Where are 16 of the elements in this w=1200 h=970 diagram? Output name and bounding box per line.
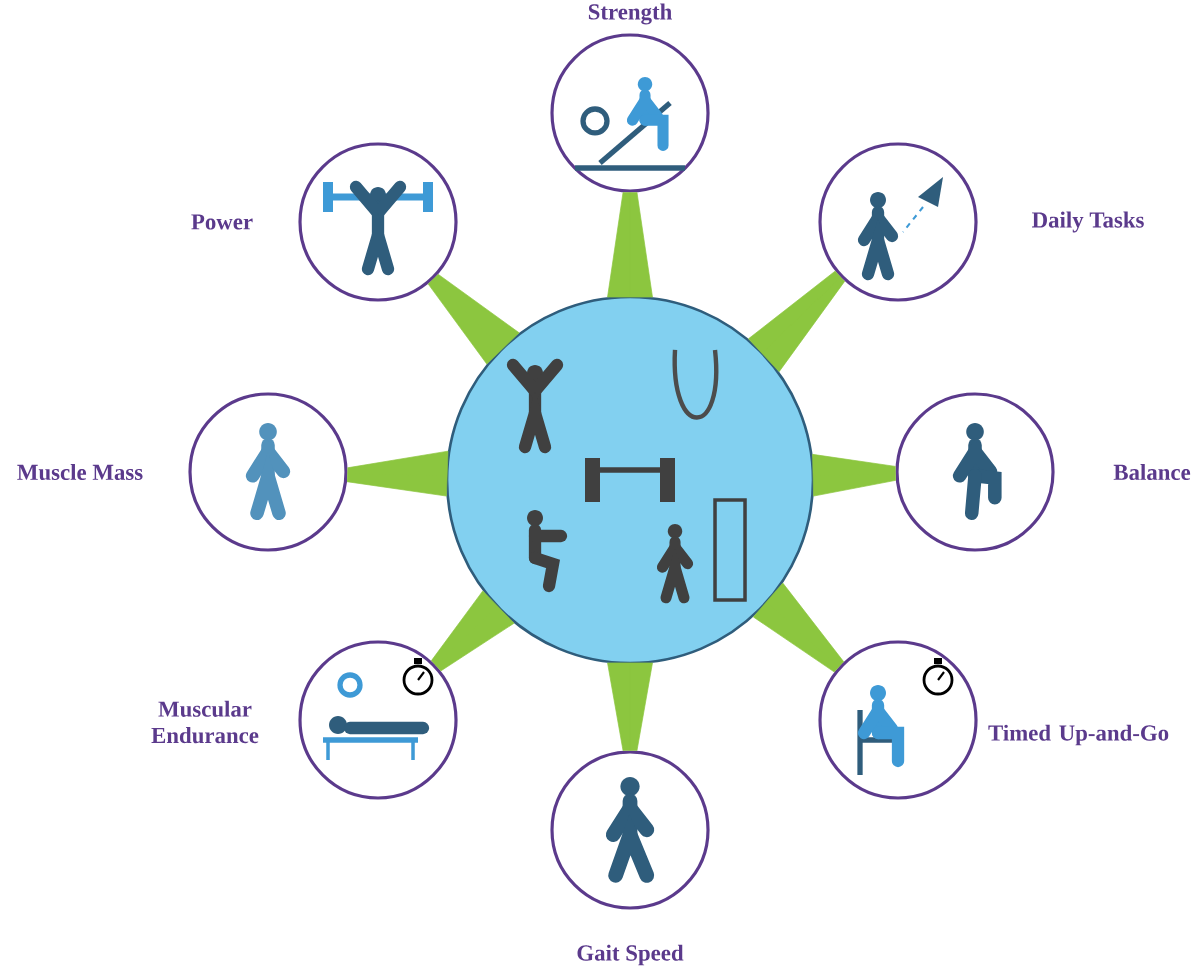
- connector-wedge: [430, 590, 515, 672]
- node-label: Power: [191, 214, 253, 230]
- connector-wedge: [607, 191, 653, 298]
- connector-wedge: [812, 454, 897, 497]
- connector-wedge: [427, 273, 520, 365]
- node-label: Daily Tasks: [1032, 211, 1144, 233]
- connector-wedge: [346, 450, 449, 497]
- node-label: Balance: [1113, 463, 1191, 481]
- connector-wedge: [748, 270, 846, 372]
- node-label: Strength: [588, 3, 672, 25]
- connector-wedge: [753, 582, 845, 673]
- connector-wedge: [607, 662, 653, 752]
- node-label: Gait Speed: [577, 944, 684, 966]
- node-label: Muscular Endurance: [151, 700, 259, 744]
- node-label: Timed Up-and-Go: [988, 724, 1169, 746]
- node-label: Muscle Mass: [17, 463, 143, 481]
